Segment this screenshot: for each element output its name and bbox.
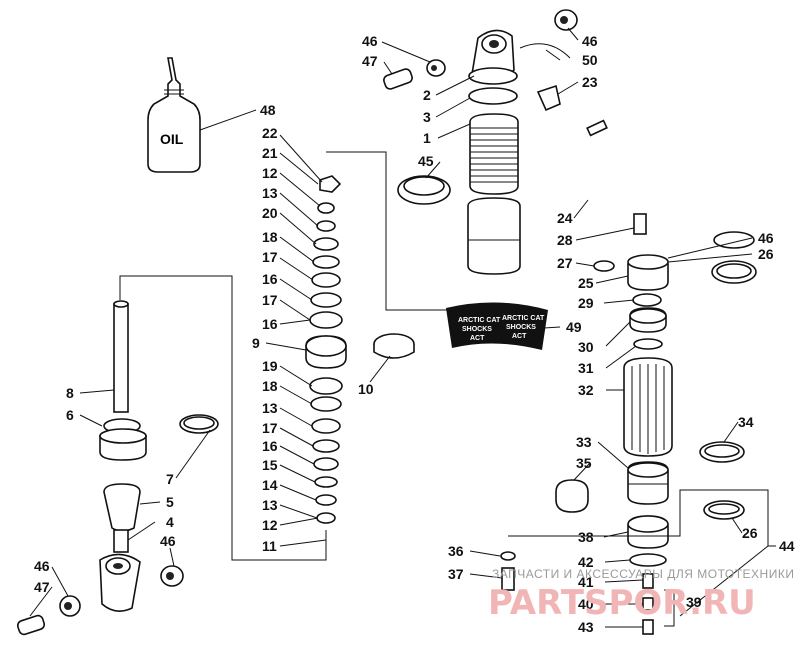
callout-7: 7 bbox=[166, 471, 174, 487]
top-eye-assembly bbox=[383, 9, 578, 275]
callout-42: 42 bbox=[578, 554, 594, 570]
callout-33: 33 bbox=[576, 434, 592, 450]
callout-18: 18 bbox=[262, 229, 278, 245]
sticker-text-5: SHOCKS bbox=[506, 324, 536, 331]
oil-bottle: OIL bbox=[147, 57, 201, 173]
callout-1: 1 bbox=[423, 130, 431, 146]
callout-45: 45 bbox=[418, 153, 434, 169]
callout-16: 16 bbox=[262, 271, 278, 287]
callout-8: 8 bbox=[66, 385, 74, 401]
reservoir-assembly bbox=[500, 119, 757, 635]
callout-47: 47 bbox=[362, 53, 378, 69]
callout-26-lower: 26 bbox=[742, 525, 758, 541]
callout-16b: 16 bbox=[262, 316, 278, 332]
shaft-assembly bbox=[16, 300, 219, 636]
callout-21: 21 bbox=[262, 145, 278, 161]
callout-38: 38 bbox=[578, 529, 594, 545]
valve-stack bbox=[305, 175, 415, 524]
callout-39: 39 bbox=[686, 594, 702, 610]
callout-16c: 16 bbox=[262, 438, 278, 454]
callout-11: 11 bbox=[262, 538, 277, 554]
callout-35: 35 bbox=[576, 455, 592, 471]
callout-13c: 13 bbox=[262, 497, 278, 513]
callout-36: 36 bbox=[448, 543, 464, 559]
callout-numbers: 46 47 2 50 46 23 3 1 45 48 22 21 12 13 2… bbox=[34, 33, 795, 635]
callout-44: 44 bbox=[779, 538, 795, 554]
callout-9: 9 bbox=[252, 335, 260, 351]
callout-2: 2 bbox=[423, 87, 431, 103]
callout-19: 19 bbox=[262, 358, 278, 374]
callout-41: 41 bbox=[578, 574, 594, 590]
callout-26: 26 bbox=[758, 246, 774, 262]
watermark-logo: PARTSPOR.RU bbox=[488, 583, 756, 623]
callout-50: 50 bbox=[582, 52, 598, 68]
callout-3: 3 bbox=[423, 109, 431, 125]
callout-23: 23 bbox=[582, 74, 598, 90]
callout-34: 34 bbox=[738, 414, 754, 430]
callout-46-right: 46 bbox=[758, 230, 774, 246]
callout-40: 40 bbox=[578, 596, 594, 612]
callout-30: 30 bbox=[578, 339, 594, 355]
watermark: ЗАПЧАСТИ И АКСЕССУАРЫ ДЛЯ МОТОТЕХНИКИ PA… bbox=[488, 567, 794, 623]
leader-lines bbox=[29, 27, 776, 628]
callout-17c: 17 bbox=[262, 420, 278, 436]
callout-17: 17 bbox=[262, 249, 278, 265]
sticker-text-2: SHOCKS bbox=[462, 326, 492, 333]
sticker-text-6: ACT bbox=[512, 333, 527, 340]
callout-28: 28 bbox=[557, 232, 573, 248]
callout-15: 15 bbox=[262, 457, 278, 473]
callout-20: 20 bbox=[262, 205, 278, 221]
oil-bottle-label: OIL bbox=[160, 131, 184, 147]
callout-46-lower-right: 46 bbox=[160, 533, 176, 549]
callout-18b: 18 bbox=[262, 378, 278, 394]
callout-6: 6 bbox=[66, 407, 74, 423]
callout-13b: 13 bbox=[262, 400, 278, 416]
callout-25: 25 bbox=[578, 275, 594, 291]
callout-32: 32 bbox=[578, 382, 594, 398]
callout-27: 27 bbox=[557, 255, 573, 271]
callout-10: 10 bbox=[358, 381, 374, 397]
sticker-text-3: ACT bbox=[470, 335, 485, 342]
callout-12: 12 bbox=[262, 165, 278, 181]
callout-49: 49 bbox=[566, 319, 582, 335]
callout-29: 29 bbox=[578, 295, 594, 311]
callout-24: 24 bbox=[557, 210, 573, 226]
callout-47-lower: 47 bbox=[34, 579, 50, 595]
arctic-cat-sticker: ARCTIC CAT SHOCKS ACT ARCTIC CAT SHOCKS … bbox=[446, 302, 548, 350]
callout-17b: 17 bbox=[262, 292, 278, 308]
callout-48: 48 bbox=[260, 102, 276, 118]
sticker-text-1: ARCTIC CAT bbox=[458, 317, 501, 324]
callout-13: 13 bbox=[262, 185, 278, 201]
callout-5: 5 bbox=[166, 494, 174, 510]
callout-12b: 12 bbox=[262, 517, 278, 533]
callout-46-lower-left: 46 bbox=[34, 558, 50, 574]
callout-37: 37 bbox=[448, 566, 464, 582]
callout-22: 22 bbox=[262, 125, 278, 141]
callout-46-top: 46 bbox=[582, 33, 598, 49]
callout-46: 46 bbox=[362, 33, 378, 49]
watermark-tagline: ЗАПЧАСТИ И АКСЕССУАРЫ ДЛЯ МОТОТЕХНИКИ bbox=[492, 567, 794, 581]
sticker-text-4: ARCTIC CAT bbox=[502, 315, 545, 322]
callout-31: 31 bbox=[578, 360, 594, 376]
callout-43: 43 bbox=[578, 619, 594, 635]
callout-14: 14 bbox=[262, 477, 278, 493]
callout-4: 4 bbox=[166, 514, 174, 530]
